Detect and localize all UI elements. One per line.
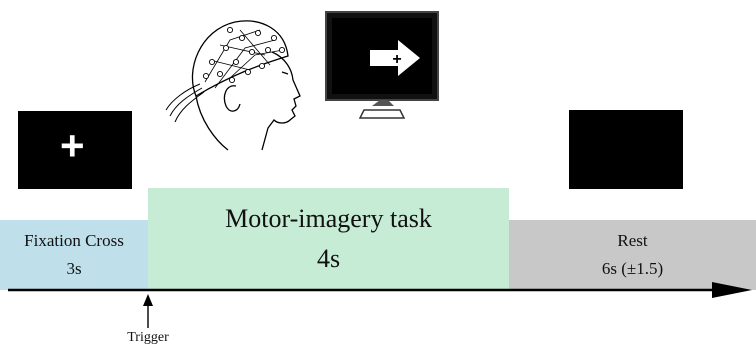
fixation-screen: + [18, 111, 132, 189]
rest-screen [569, 110, 683, 189]
phase-rest-label: Rest [617, 231, 648, 250]
fixation-plus-symbol: + [60, 122, 85, 169]
eeg-cap-head-icon [165, 20, 301, 151]
trigger-arrow-icon [143, 294, 153, 328]
time-axis-arrowhead [712, 282, 752, 298]
monitor-plus-symbol: + [392, 51, 401, 68]
phase-rest: Rest 6s (±1.5) [509, 220, 756, 290]
phase-motor-imagery-label: Motor-imagery task [225, 204, 432, 233]
phase-motor-imagery-duration: 4s [316, 244, 341, 273]
trigger-label: Trigger [127, 330, 169, 345]
electrode-dots [202, 26, 286, 84]
phase-rest-duration: 6s (±1.5) [601, 259, 664, 278]
arrow-right-icon [370, 40, 420, 76]
phase-fixation-duration: 3s [66, 259, 82, 278]
monitor-icon: + [325, 11, 439, 119]
phase-fixation: Fixation Cross 3s [0, 220, 148, 290]
phase-fixation-label: Fixation Cross [24, 231, 124, 250]
phase-motor-imagery: Motor-imagery task 4s [148, 188, 509, 290]
